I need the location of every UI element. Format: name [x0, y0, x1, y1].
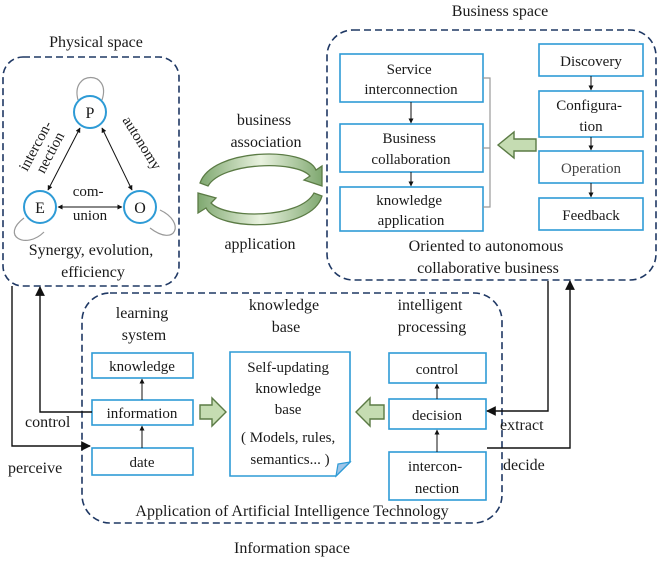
feedback-label: Feedback	[562, 208, 620, 224]
control-label: control	[25, 414, 71, 431]
communion-label: com- union	[73, 184, 108, 224]
cycle-arrow-lower	[197, 192, 323, 226]
knowledge-application-box	[339, 186, 484, 232]
intelligent-processing-title: intelligent processing	[398, 297, 467, 336]
business-space: Business space Service interconnection B…	[326, 3, 657, 281]
business-space-region	[326, 29, 657, 281]
interconnection-box-label: intercon- nection	[408, 459, 466, 497]
cross-links: control perceive extract decide	[8, 280, 575, 477]
autonomy-label: autonomy	[119, 114, 165, 174]
self-loop-e	[13, 217, 45, 241]
date-box-label: date	[130, 455, 155, 471]
information-box	[91, 399, 194, 426]
node-o	[123, 190, 157, 224]
processing-to-kb-arrow	[355, 396, 385, 428]
grouping-bracket	[483, 77, 491, 208]
perceive-label: perceive	[8, 460, 62, 477]
interconnection-box	[388, 451, 487, 501]
cycle-arrow-upper	[199, 153, 323, 187]
configuration-label: Configura- tion	[556, 98, 626, 135]
application-label: application	[224, 236, 295, 253]
business-association-label: business association	[230, 112, 301, 151]
knowledge-base-fold	[335, 461, 352, 478]
physical-space: Physical space P E O intercon- nection a…	[2, 34, 180, 287]
node-p-label: P	[86, 105, 95, 122]
service-interconnection-label: Service interconnection	[364, 62, 458, 98]
control-arrow	[35, 286, 92, 413]
business-footer: Oriented to autonomous collaborative bus…	[409, 238, 568, 277]
control-box-label: control	[416, 362, 459, 378]
node-e-label: E	[35, 200, 45, 217]
node-o-label: O	[134, 200, 146, 217]
information-box-label: information	[107, 406, 178, 422]
edge-p-o	[101, 127, 133, 191]
edge-p-e	[47, 127, 81, 191]
business-association-cycle: business association application	[197, 112, 323, 253]
interconnection-label: intercon- nection	[16, 115, 71, 181]
information-space: learning system knowledge base intellige…	[81, 292, 503, 557]
node-p	[73, 95, 107, 129]
node-e	[23, 190, 57, 224]
learning-to-kb-arrow	[199, 396, 227, 428]
decision-box	[388, 398, 487, 430]
control-box	[388, 352, 487, 384]
perceive-arrow	[11, 286, 91, 451]
operation-box	[538, 150, 644, 184]
decide-arrow	[487, 280, 575, 449]
knowledge-box-label: knowledge	[109, 359, 175, 375]
operation-label: Operation	[561, 161, 621, 177]
knowledge-box	[91, 352, 194, 379]
physical-footer: Synergy, evolution, efficiency	[29, 242, 157, 281]
business-collaboration-box	[339, 123, 484, 173]
decision-box-label: decision	[412, 408, 462, 424]
decide-label: decide	[503, 457, 545, 474]
extract-label: extract	[500, 417, 544, 434]
feedback-box	[538, 197, 644, 231]
business-space-title: Business space	[452, 3, 548, 20]
configuration-box	[538, 90, 644, 138]
knowledge-application-label: knowledge application	[376, 193, 446, 229]
knowledge-base-title: knowledge base	[249, 297, 323, 336]
physical-space-region	[2, 56, 180, 287]
discovery-label: Discovery	[560, 54, 622, 70]
information-space-region	[81, 292, 503, 524]
learning-system-title: learning system	[116, 305, 172, 344]
extract-arrow	[486, 281, 549, 416]
self-loop-o	[149, 209, 176, 236]
knowledge-base-text: Self-updating knowledge base ( Models, r…	[241, 360, 339, 468]
self-loop-p	[76, 77, 105, 101]
information-footer: Application of Artificial Intelligence T…	[135, 503, 448, 520]
physical-space-title: Physical space	[49, 34, 143, 51]
operation-to-business-arrow	[496, 130, 537, 160]
information-space-title: Information space	[234, 540, 350, 557]
business-collaboration-label: Business collaboration	[371, 131, 451, 168]
